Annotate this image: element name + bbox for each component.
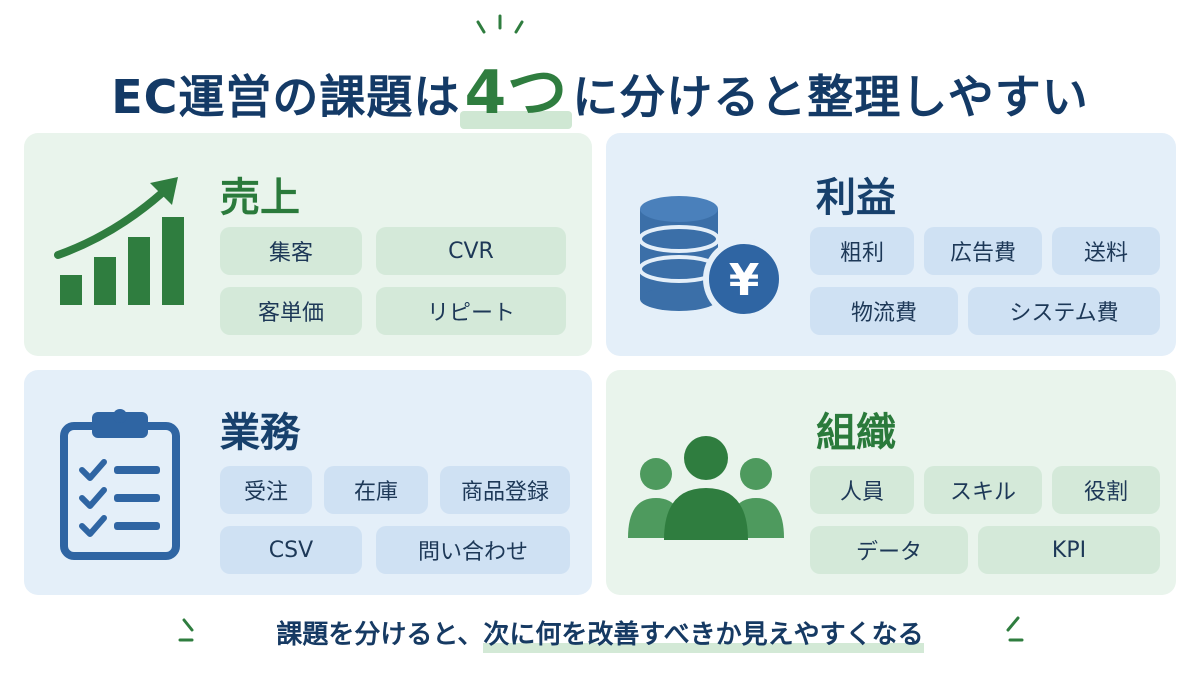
title-highlight: 4つ xyxy=(460,44,572,131)
chip-operations-5: 問い合わせ xyxy=(376,526,570,574)
panel-sales-title: 売上 xyxy=(220,175,300,221)
chip-profit-2: 広告費 xyxy=(924,227,1042,275)
title-prefix: EC運営の課題は xyxy=(111,70,461,124)
chip-profit-1: 粗利 xyxy=(810,227,914,275)
chip-sales-1: 集客 xyxy=(220,227,362,275)
panel-organization: 組織 人員 スキル 役割 データ KPI xyxy=(606,370,1176,595)
panel-profit: ¥ 利益 粗利 広告費 送料 物流費 システム費 xyxy=(606,133,1176,356)
footer-spark-right-icon xyxy=(1006,616,1024,642)
footer-message: 課題を分けると、次に何を改善すべきか見えやすくなる xyxy=(0,614,1200,653)
page-title: EC運営の課題は4つに分けると整理しやすい xyxy=(0,44,1200,131)
footer-lead: 課題を分けると、 xyxy=(276,620,484,650)
footer-underlined: 次に何を改善すべきか見えやすくなる xyxy=(483,614,924,653)
chip-organization-4: データ xyxy=(810,526,968,574)
footer-spark-left-icon xyxy=(178,618,194,642)
clipboard-checklist-icon xyxy=(60,409,180,560)
panel-profit-title: 利益 xyxy=(816,175,896,221)
title-spark-icon xyxy=(476,14,524,34)
team-people-icon xyxy=(628,436,784,540)
chip-profit-4: 物流費 xyxy=(810,287,958,335)
svg-text:¥: ¥ xyxy=(729,255,760,306)
panel-sales: 売上 集客 CVR 客単価 リピート xyxy=(24,133,592,356)
chip-organization-3: 役割 xyxy=(1052,466,1160,514)
chip-operations-2: 在庫 xyxy=(324,466,428,514)
chip-sales-4: リピート xyxy=(376,287,566,335)
chip-sales-3: 客単価 xyxy=(220,287,362,335)
coin-stack-yen-icon: ¥ xyxy=(638,196,784,320)
chip-profit-5: システム費 xyxy=(968,287,1160,335)
title-suffix: に分けると整理しやすい xyxy=(572,70,1089,124)
panel-organization-title: 組織 xyxy=(816,410,896,456)
chip-operations-4: CSV xyxy=(220,526,362,574)
chip-operations-1: 受注 xyxy=(220,466,312,514)
chip-profit-3: 送料 xyxy=(1052,227,1160,275)
panel-operations-title: 業務 xyxy=(220,410,300,456)
chip-sales-2: CVR xyxy=(376,227,566,275)
chip-organization-2: スキル xyxy=(924,466,1042,514)
bar-chart-growth-icon xyxy=(54,177,184,305)
panel-operations: 業務 受注 在庫 商品登録 CSV 問い合わせ xyxy=(24,370,592,595)
chip-organization-5: KPI xyxy=(978,526,1160,574)
chip-operations-3: 商品登録 xyxy=(440,466,570,514)
chip-organization-1: 人員 xyxy=(810,466,914,514)
